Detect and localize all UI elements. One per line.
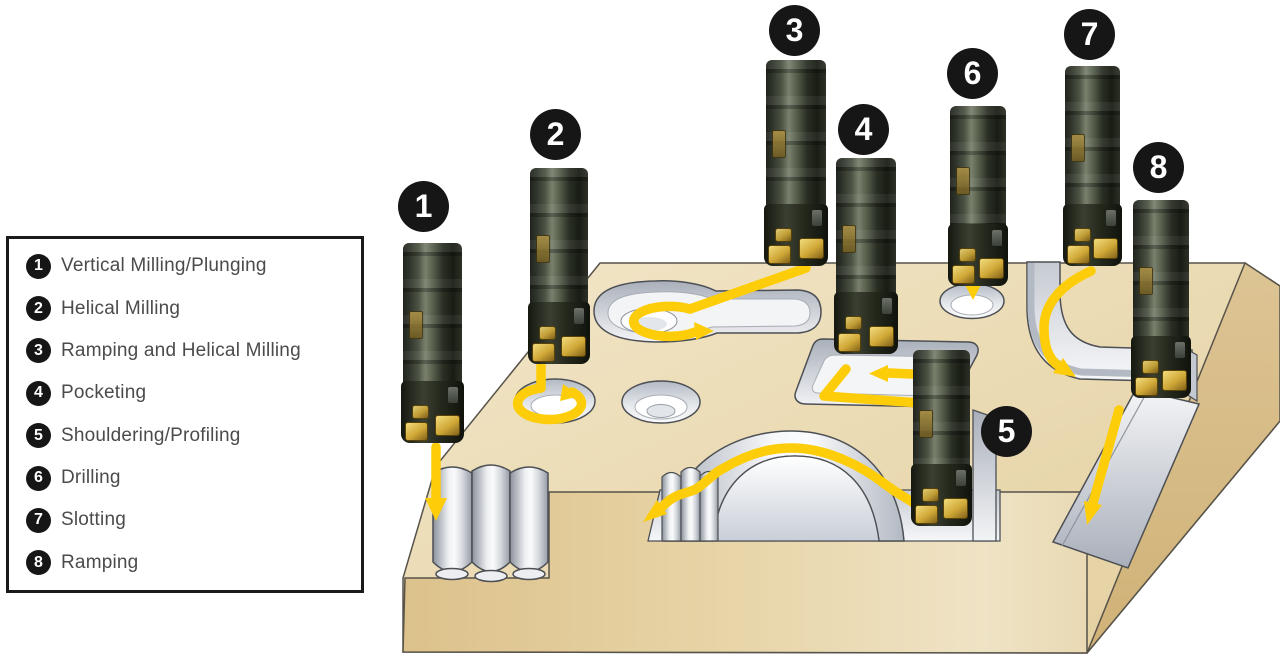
gold-insert-icon bbox=[959, 248, 976, 262]
gold-insert-icon bbox=[768, 245, 791, 264]
legend-marker-1: 1 bbox=[26, 253, 51, 279]
tool-insert-icon bbox=[772, 130, 786, 159]
milling-tool-2 bbox=[528, 168, 590, 364]
tool-cutter-head bbox=[1063, 204, 1122, 266]
ramp-helical-arrow bbox=[685, 263, 811, 314]
gold-insert-icon bbox=[1067, 245, 1090, 264]
tool-cutter-head bbox=[948, 224, 1008, 286]
tool-insert-icon bbox=[1139, 267, 1153, 296]
legend-label: Pocketing bbox=[61, 382, 147, 404]
milling-tool-3 bbox=[764, 60, 828, 266]
gold-insert-icon bbox=[1074, 228, 1091, 242]
legend-marker-8: 8 bbox=[26, 550, 51, 576]
milling-tool-5 bbox=[911, 350, 972, 526]
legend-item-shouldering-profiling: 5 Shouldering/Profiling bbox=[9, 423, 361, 449]
legend-marker-6: 6 bbox=[26, 465, 51, 491]
legend-item-helical-milling: 2 Helical Milling bbox=[9, 296, 361, 322]
gold-insert-icon bbox=[922, 488, 939, 502]
legend-item-ramping-helical-milling: 3 Ramping and Helical Milling bbox=[9, 338, 361, 364]
tool-insert-icon bbox=[842, 224, 856, 253]
tool-cutter-head bbox=[401, 381, 464, 443]
marker-1: 1 bbox=[398, 181, 449, 232]
legend-label: Helical Milling bbox=[61, 297, 181, 319]
legend-label: Ramping bbox=[61, 551, 139, 573]
legend-item-slotting: 7 Slotting bbox=[9, 507, 361, 533]
marker-4: 4 bbox=[838, 104, 889, 155]
gold-insert-icon bbox=[869, 326, 894, 347]
tool-insert-icon bbox=[919, 409, 933, 438]
tool-cutter-head bbox=[911, 464, 972, 526]
gold-insert-icon bbox=[845, 316, 862, 330]
gold-insert-icon bbox=[979, 258, 1004, 279]
marker-2: 2 bbox=[530, 109, 581, 160]
slot-arrow bbox=[1039, 266, 1096, 371]
gold-insert-icon bbox=[838, 333, 861, 352]
drilled-hole bbox=[939, 282, 1005, 320]
legend-label: Ramping and Helical Milling bbox=[61, 339, 301, 361]
gold-insert-icon bbox=[561, 336, 586, 357]
milling-tool-6 bbox=[948, 106, 1008, 286]
legend-marker-4: 4 bbox=[26, 380, 51, 406]
profiling-path bbox=[657, 443, 922, 512]
legend-label: Vertical Milling/Plunging bbox=[61, 255, 267, 277]
gold-insert-icon bbox=[412, 405, 429, 419]
legend-label: Slotting bbox=[61, 509, 126, 531]
gold-insert-icon bbox=[915, 505, 938, 524]
milling-tool-8 bbox=[1131, 200, 1191, 398]
milling-tool-4 bbox=[834, 158, 898, 354]
legend-label: Shouldering/Profiling bbox=[61, 424, 241, 446]
tool-insert-icon bbox=[536, 234, 550, 263]
tool-insert-icon bbox=[409, 311, 423, 339]
tool-insert-icon bbox=[956, 167, 970, 196]
gold-insert-icon bbox=[435, 415, 460, 436]
gold-insert-icon bbox=[1142, 360, 1159, 374]
pocket-path bbox=[819, 364, 925, 408]
legend-item-pocketing: 4 Pocketing bbox=[9, 380, 361, 406]
ramping-arrow bbox=[1088, 405, 1124, 508]
marker-7: 7 bbox=[1064, 9, 1115, 60]
gold-insert-icon bbox=[532, 343, 555, 362]
tool-cutter-head bbox=[764, 204, 828, 266]
tool-cutter-head bbox=[1131, 336, 1191, 398]
marker-6: 6 bbox=[947, 48, 998, 99]
gold-insert-icon bbox=[952, 265, 975, 284]
gold-insert-icon bbox=[1162, 370, 1187, 391]
scalloped-wall bbox=[432, 464, 549, 583]
gold-insert-icon bbox=[405, 422, 428, 441]
gold-insert-icon bbox=[775, 228, 792, 242]
gold-insert-icon bbox=[1135, 377, 1158, 396]
marker-5: 5 bbox=[981, 406, 1032, 457]
milling-tool-1 bbox=[401, 243, 464, 443]
milling-tool-7 bbox=[1063, 66, 1122, 266]
gold-insert-icon bbox=[943, 498, 968, 519]
legend-item-ramping: 8 Ramping bbox=[9, 550, 361, 576]
legend-item-drilling: 6 Drilling bbox=[9, 465, 361, 491]
legend-label: Drilling bbox=[61, 467, 121, 489]
gold-insert-icon bbox=[799, 238, 824, 259]
marker-3: 3 bbox=[769, 5, 820, 56]
gold-insert-icon bbox=[1093, 238, 1118, 259]
tool-shank bbox=[1133, 200, 1189, 346]
legend-item-vertical-milling-plunging: 1 Vertical Milling/Plunging bbox=[9, 253, 361, 279]
tool-cutter-head bbox=[528, 302, 590, 364]
tool-cutter-head bbox=[834, 292, 898, 354]
tool-insert-icon bbox=[1071, 134, 1085, 162]
marker-8: 8 bbox=[1133, 142, 1184, 193]
legend-marker-5: 5 bbox=[26, 423, 51, 449]
legend-marker-3: 3 bbox=[26, 338, 51, 364]
legend-marker-7: 7 bbox=[26, 507, 51, 533]
legend-marker-2: 2 bbox=[26, 296, 51, 322]
legend: 1 Vertical Milling/Plunging 2 Helical Mi… bbox=[6, 236, 364, 593]
counterbored-hole bbox=[621, 380, 701, 424]
tool-shank bbox=[836, 158, 896, 302]
gold-insert-icon bbox=[539, 326, 556, 340]
